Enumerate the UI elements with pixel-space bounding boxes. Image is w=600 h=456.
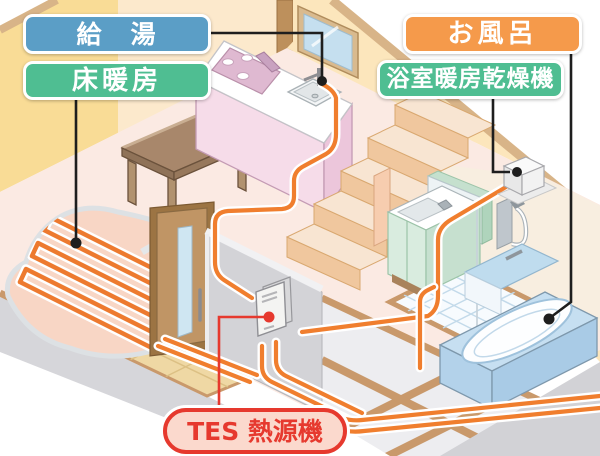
stair-tread — [366, 124, 470, 172]
callout-dot-kitchen-faucet — [317, 76, 327, 86]
table-leg — [127, 158, 137, 207]
staircase — [285, 91, 497, 291]
dryer-side — [521, 165, 545, 196]
callout-line-hot-water — [210, 31, 324, 77]
label-bath: お風呂 — [403, 14, 582, 54]
callout-dot-floor-heating — [70, 237, 82, 249]
gray-wall-top-cap — [204, 227, 324, 293]
right-concrete-base — [440, 362, 600, 456]
stove-burner-icon — [241, 54, 253, 62]
pipe-floor-heating-b — [162, 336, 260, 378]
heater-slot — [263, 325, 275, 330]
pipe-bathtub-feed — [417, 284, 437, 371]
stair-tread — [285, 223, 389, 271]
door-glass — [177, 225, 193, 338]
callout-line-dryer — [491, 98, 510, 174]
kitchen-window — [297, 4, 359, 80]
stove-grill — [255, 51, 281, 73]
bathtub-side — [491, 316, 598, 411]
bathtub-basin — [461, 298, 573, 364]
pipe-bath-dryer — [299, 184, 509, 335]
pipe-underfloor-a — [259, 343, 353, 423]
vanity-faucet — [437, 199, 453, 211]
vanity-kick — [392, 274, 424, 298]
stove-burner-icon — [222, 58, 234, 66]
callout-dot-bathtub — [543, 313, 555, 325]
callout-dot-tes — [263, 311, 275, 323]
callouts — [70, 31, 573, 409]
shower-hose-highlight — [511, 207, 528, 246]
pipe-underfloor-b — [273, 339, 365, 416]
label-hot-water-supply: 給 湯 — [23, 14, 211, 54]
bath-faucet — [505, 249, 523, 261]
pipe-floor-heating-a — [155, 343, 253, 385]
sink-drain — [311, 93, 319, 99]
heater-vent — [261, 296, 278, 303]
callout-line-bath — [550, 53, 573, 319]
label-floor-heating: 床暖房 — [23, 61, 211, 100]
stove-burner-icon — [236, 72, 250, 80]
callout-dot-dryer — [512, 167, 522, 177]
pipe-kitchen-supply — [212, 81, 339, 301]
heater-vent — [261, 291, 278, 298]
entry-door — [140, 201, 215, 357]
callout-line-tes — [217, 315, 264, 409]
label-tes-heat-source: TES 熱源機 — [163, 408, 347, 454]
window-sheen — [311, 25, 339, 48]
shower-mirror-panel — [496, 196, 513, 250]
label-bathroom-heater-dryer: 浴室暖房乾燥機 — [377, 60, 564, 99]
